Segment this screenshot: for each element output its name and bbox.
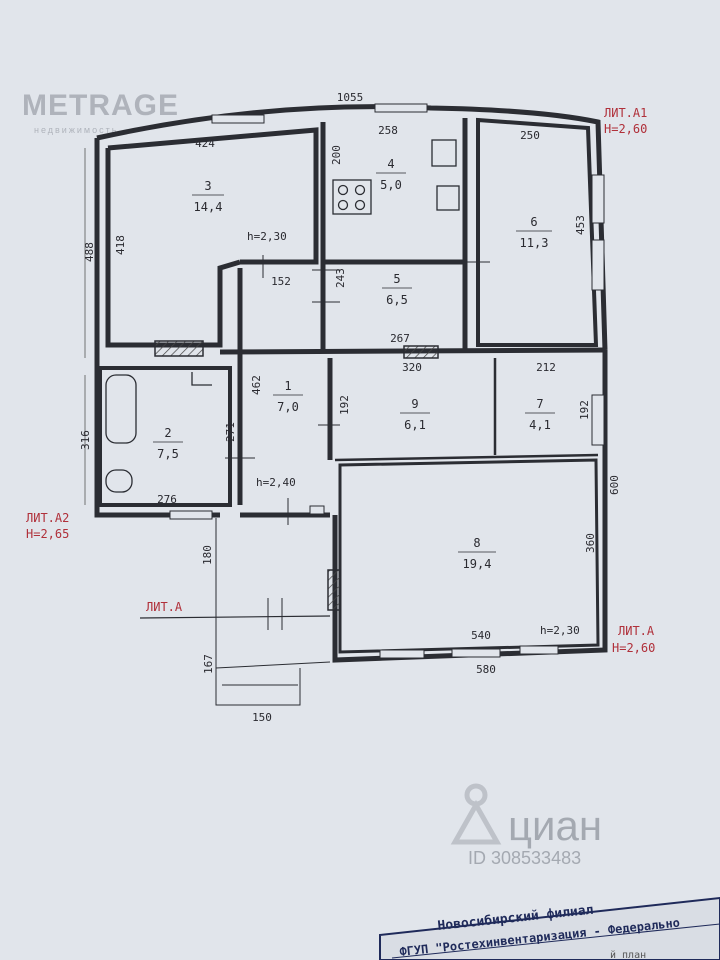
dim-167: 167	[202, 654, 215, 674]
dim-192-right: 192	[578, 400, 591, 420]
room-8: 8 19,4	[458, 536, 496, 571]
room-number: 5	[393, 272, 400, 286]
room-number: 2	[164, 426, 171, 440]
windows	[169, 103, 605, 659]
lit-a2-height: H=2,65	[26, 527, 69, 541]
dim-453: 453	[574, 215, 587, 235]
room-1: 1 7,0	[273, 379, 303, 414]
stamp-line3: й план	[610, 949, 646, 960]
room-number: 8	[473, 536, 480, 550]
room-area: 6,1	[404, 418, 426, 432]
metrage-watermark: METRAGE недвижимость	[22, 89, 179, 135]
dim-424: 424	[195, 137, 215, 150]
dim-600: 600	[608, 475, 621, 495]
dimension-labels: 1055 424 258 250 488 418 200 453 152 243…	[79, 91, 621, 724]
dim-150: 150	[252, 711, 272, 724]
dim-488: 488	[83, 242, 96, 262]
room-area: 11,3	[520, 236, 549, 250]
height-h240: h=2,40	[256, 476, 296, 489]
lit-labels: ЛИТ.А1 H=2,60 ЛИТ.А2 H=2,65 ЛИТ.А ЛИТ.А …	[26, 106, 655, 655]
lit-a1-height: H=2,60	[604, 122, 647, 136]
room-3: 3 14,4	[192, 179, 224, 214]
height-h230-upper: h=2,30	[247, 230, 287, 243]
room-labels: 3 14,4 4 5,0 5 6,5 6 11,3 1 7,0 2 7,5	[153, 157, 555, 571]
dim-1055: 1055	[337, 91, 364, 104]
dim-418: 418	[114, 235, 127, 255]
fixtures	[105, 139, 460, 493]
lit-a1-label: ЛИТ.А1	[604, 106, 647, 120]
dim-271: 271	[224, 422, 237, 442]
room-area: 14,4	[194, 200, 223, 214]
dim-276: 276	[157, 493, 177, 506]
dim-462: 462	[250, 375, 263, 395]
room-area: 5,0	[380, 178, 402, 192]
dim-258: 258	[378, 124, 398, 137]
room-number: 3	[204, 179, 211, 193]
room-area: 19,4	[463, 557, 492, 571]
room-7: 7 4,1	[525, 397, 555, 432]
cian-brand: циан	[508, 802, 602, 849]
watermark-brand-sub: недвижимость	[34, 125, 118, 135]
dim-360: 360	[584, 533, 597, 553]
room-9: 9 6,1	[400, 397, 430, 432]
room-area: 4,1	[529, 418, 551, 432]
dimension-lines	[84, 148, 86, 505]
room-5: 5 6,5	[382, 272, 412, 307]
height-labels: h=2,30 h=2,40 h=2,30	[247, 230, 580, 637]
stoves	[154, 340, 439, 611]
dim-192-left: 192	[338, 395, 351, 415]
dim-200: 200	[330, 145, 343, 165]
room-6: 6 11,3	[516, 215, 552, 250]
cian-watermark: циан ID 308533483	[450, 783, 602, 868]
room-4: 4 5,0	[376, 157, 406, 192]
watermark-brand: METRAGE	[22, 89, 179, 122]
dim-152: 152	[271, 275, 291, 288]
porch	[139, 518, 331, 706]
dim-580: 580	[476, 663, 496, 676]
room-area: 7,0	[277, 400, 299, 414]
lit-a2-label: ЛИТ.А2	[26, 511, 69, 525]
height-h230-lower: h=2,30	[540, 624, 580, 637]
room-number: 9	[411, 397, 418, 411]
room-number: 1	[284, 379, 291, 393]
room-number: 4	[387, 157, 394, 171]
dim-243: 243	[334, 268, 347, 288]
dim-212: 212	[536, 361, 556, 374]
room-number: 7	[536, 397, 543, 411]
lit-a-mid-label: ЛИТ.А	[146, 600, 183, 614]
dim-180: 180	[201, 545, 214, 565]
dim-250: 250	[520, 129, 540, 142]
cian-logo-icon	[450, 783, 502, 845]
cian-id: ID 308533483	[468, 848, 581, 868]
room-area: 6,5	[386, 293, 408, 307]
room-number: 6	[530, 215, 537, 229]
room-area: 7,5	[157, 447, 179, 461]
stamp-box: Новосибирский филиал ФГУП "Ростехинвента…	[379, 896, 720, 960]
dim-316: 316	[79, 430, 92, 450]
door-markers	[225, 255, 490, 525]
lit-a-right-label: ЛИТ.А	[618, 624, 655, 638]
dim-320: 320	[402, 361, 422, 374]
dim-540: 540	[471, 629, 491, 642]
room-2: 2 7,5	[153, 426, 183, 461]
dim-267: 267	[390, 332, 410, 345]
lit-a-right-height: H=2,60	[612, 641, 655, 655]
